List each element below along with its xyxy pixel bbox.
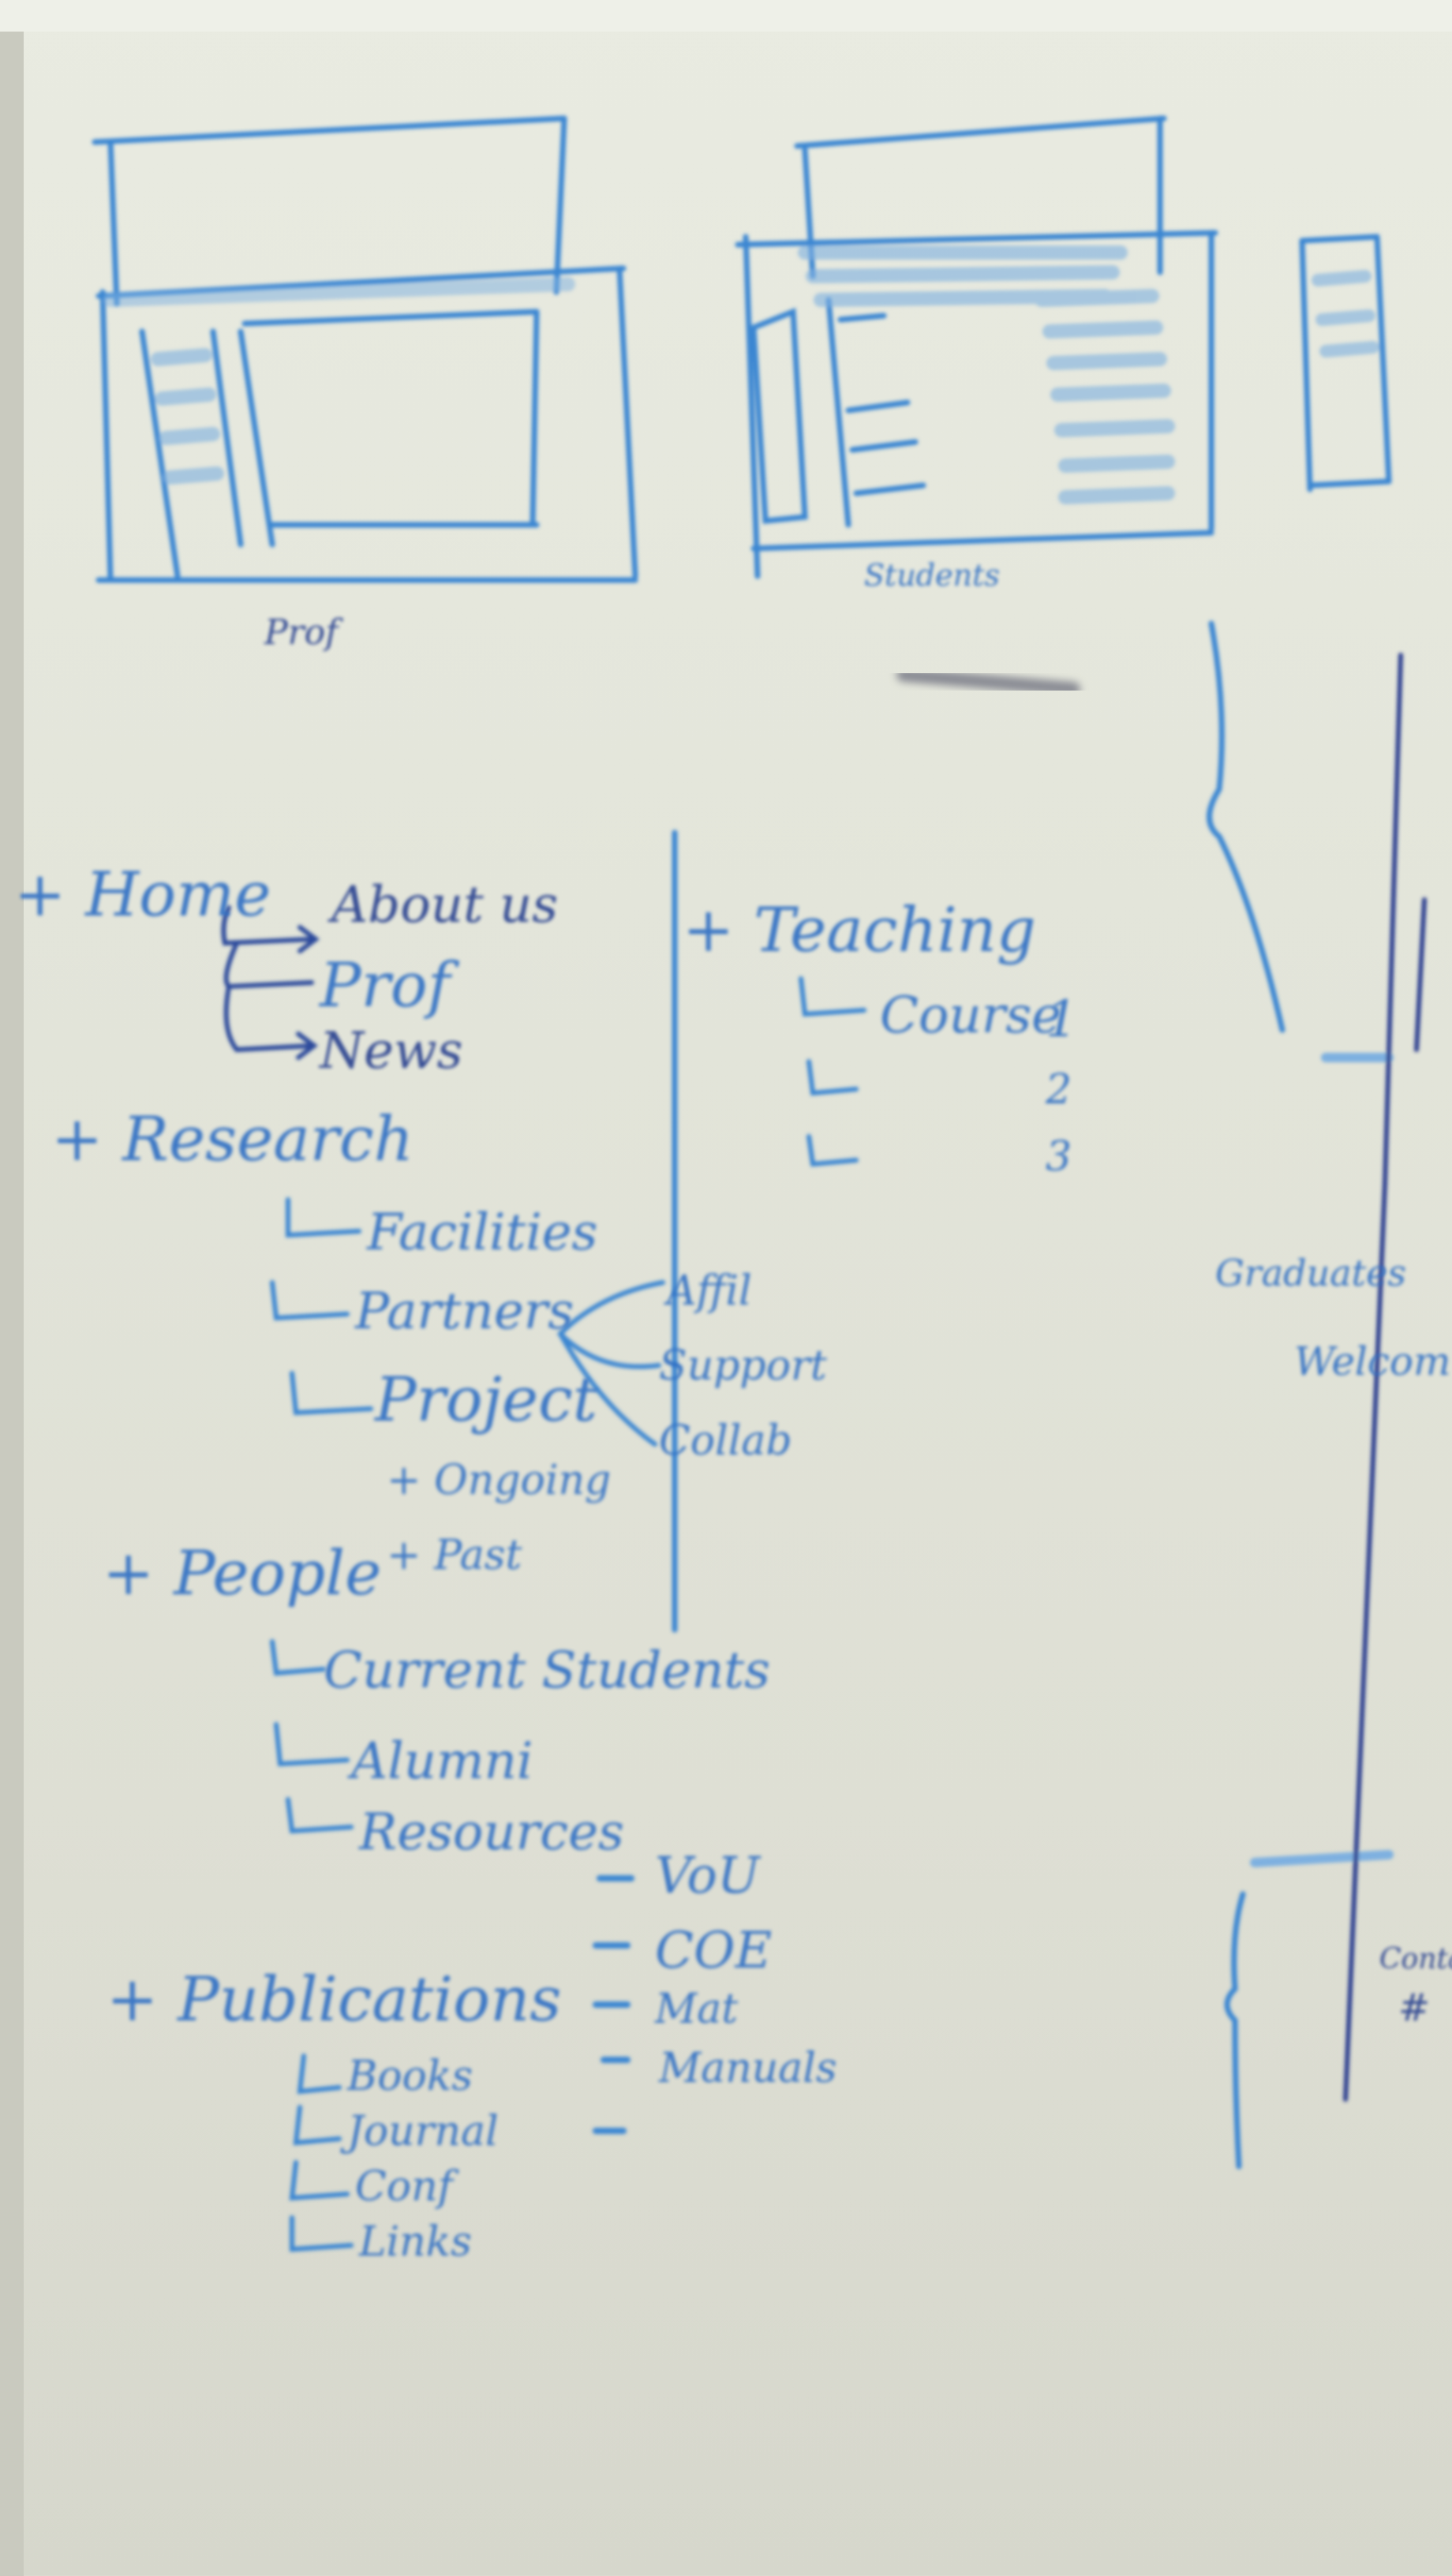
publications-child-journal: Journal [347,2108,499,2155]
home-arrows [221,905,320,1060]
right-braces [1207,620,1394,2170]
contact-label: Contact [1379,1943,1452,1975]
right-timeline [1343,653,1427,2102]
board-top-glare [0,0,1452,32]
resource-dashes [593,1875,634,2134]
project-ongoing: + Ongoing [387,1457,612,1504]
home-child-about: About us [331,876,559,934]
resource-manuals: Manuals [659,2045,837,2092]
partner-collab: Collab [659,1417,792,1465]
home-child-news: News [320,1022,463,1080]
mobile-wireframe [1299,234,1392,492]
partner-support: Support [659,1342,827,1390]
research-child-facilities: Facilities [367,1204,598,1262]
people-child-resources: Resources [359,1803,624,1862]
publications-child-books: Books [347,2053,473,2100]
sitemap-people: + People [103,1538,382,1609]
gray-marker-stroke [896,668,1080,696]
resource-vou: VoU [655,1847,760,1905]
board-left-frame [0,0,24,2576]
research-child-partners: Partners [355,1282,574,1341]
teaching-number-3: 3 [1046,1133,1072,1181]
teaching-number-1: 1 [1046,990,1078,1049]
students-wireframe [735,115,1218,579]
people-child-alumni: Alumni [351,1732,533,1791]
research-child-project: Project [375,1365,598,1436]
publications-child-conf: Conf [355,2163,453,2211]
prof-wireframe-label: Prof [264,612,339,653]
project-past: + Past [387,1532,522,1579]
publications-child-links: Links [359,2218,472,2266]
resource-mat: Mat [655,1986,739,2033]
people-arrows [270,1639,354,1834]
resource-coe: COE [655,1922,773,1980]
research-arrows [270,1197,665,1447]
partner-affil: Affil [667,1267,752,1315]
sitemap-publications: + Publications [107,1964,562,2035]
teaching-course: Course [880,987,1062,1045]
hash-label: # [1398,1986,1431,2030]
publication-arrows [289,2054,354,2252]
welcome-label: Welcom [1294,1339,1451,1384]
graduates-label: Graduates [1215,1252,1406,1294]
teaching-number-2: 2 [1046,1066,1072,1114]
prof-wireframe [92,115,638,583]
people-child-current-students: Current Students [324,1642,770,1700]
home-child-prof: Prof [320,950,451,1021]
sitemap-teaching: + Teaching [683,895,1036,966]
sitemap-research: + Research [51,1104,414,1175]
sitemap-home: + Home [14,859,271,930]
teaching-arrows [799,976,866,1167]
students-wireframe-label: Students [864,558,1000,593]
